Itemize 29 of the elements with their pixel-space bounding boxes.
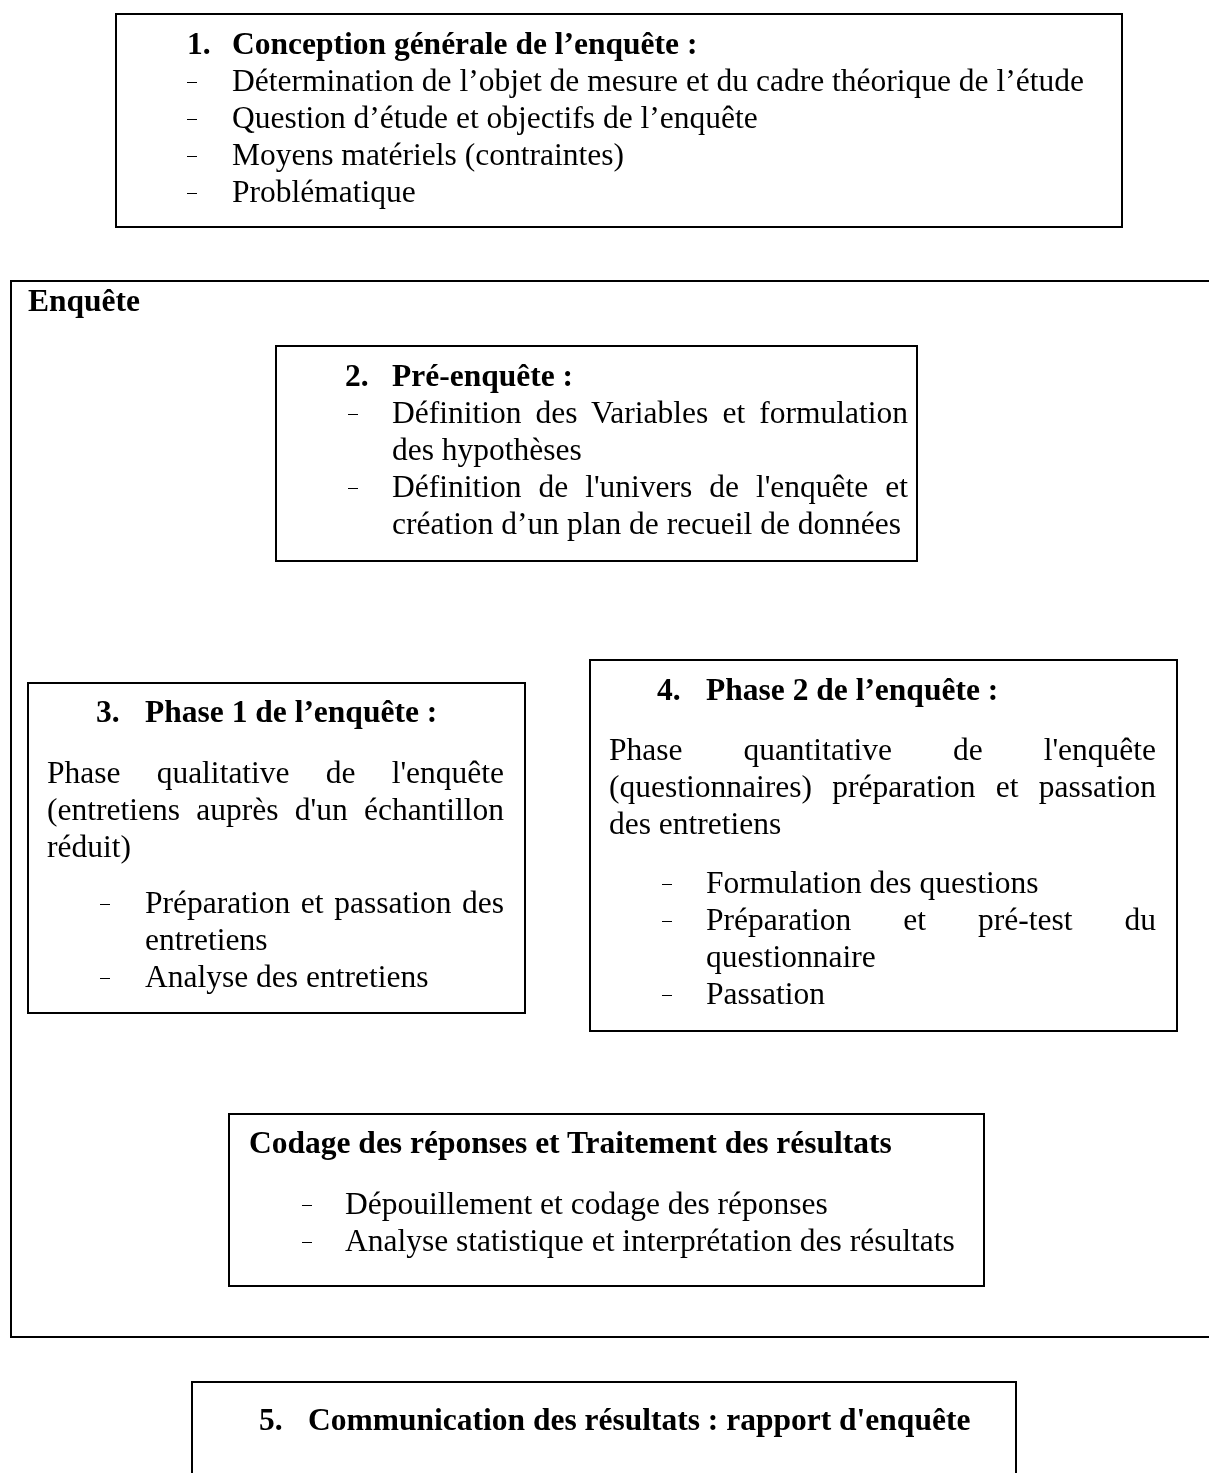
heading: 5. Communication des résultats : rapport d'enquête [259, 1401, 972, 1438]
heading: Enquête [28, 282, 142, 319]
step-box [191, 1381, 1017, 1473]
list-item: Définition de l'univers de l'enquête et création d’un plan de recueil de données [392, 469, 908, 541]
step-box [589, 659, 1178, 1032]
list-item: Préparation et passation des entretiens [145, 885, 504, 957]
list-item: Formulation des questions [706, 865, 1039, 900]
step-box [27, 682, 526, 1014]
step-box [115, 13, 1123, 228]
heading: 3. Phase 1 de l’enquête : [96, 693, 439, 730]
list-item: Définition des Variables et formulation des hypothèses [392, 395, 908, 467]
heading: Codage des réponses et Traitement des résultats [249, 1124, 893, 1161]
list-item: Moyens matériels (contraintes) [232, 137, 624, 172]
list-item: Dépouillement et codage des réponses [345, 1186, 828, 1221]
heading: 4. Phase 2 de l’enquête : [657, 671, 1000, 708]
list-item: Préparation et pré-test du questionnaire [706, 902, 1156, 974]
list-item: Passation [706, 976, 825, 1011]
paragraph: Phase qualitative de l'enquête (entretiens auprès d'un échantillon réduit) [47, 754, 504, 865]
list-item: Analyse statistique et interprétation des résultats [345, 1223, 955, 1258]
step-box [275, 345, 918, 562]
paragraph: Phase quantitative de l'enquête (questionnaires) préparation et passation des entretiens [609, 731, 1156, 842]
group-frame [10, 280, 1209, 1338]
heading: 1. Conception générale de l’enquête : [187, 25, 699, 62]
list-item: Question d’étude et objectifs de l’enquête [232, 100, 758, 135]
list-item: Détermination de l’objet de mesure et du cadre théorique de l’étude [232, 63, 1084, 98]
heading: 2. Pré-enquête : [345, 357, 575, 394]
list-item: Analyse des entretiens [145, 959, 429, 994]
list-item: Problématique [232, 174, 416, 209]
step-box [228, 1113, 985, 1287]
